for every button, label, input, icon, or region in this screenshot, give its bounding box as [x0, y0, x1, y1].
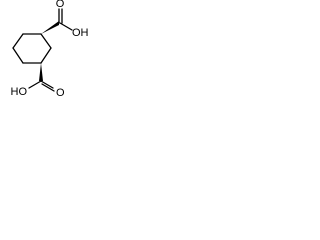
carbonyl-oxygen-label: O: [56, 0, 65, 10]
lower-carboxyl-group: HO O: [11, 63, 65, 99]
cyclohexane-ring: [12, 33, 52, 64]
hydroxyl-label: OH: [72, 27, 89, 39]
ring-bond: [40, 47, 52, 64]
structural-formula: O OH HO O: [11, 0, 89, 99]
carbonyl-double-bond: [40, 80, 54, 89]
carbonyl-double-bond: [41, 83, 55, 92]
upper-carboxyl-group: O OH: [41, 0, 89, 39]
hydroxyl-label: HO: [11, 86, 28, 98]
wedge-bond: [41, 21, 59, 34]
wedge-bond: [39, 63, 43, 81]
ring-bond: [12, 47, 24, 64]
carbonyl-oxygen-label: O: [56, 87, 65, 99]
ring-bond: [40, 33, 52, 49]
hydroxyl-bond: [28, 80, 42, 89]
ring-bond: [12, 33, 24, 49]
hydroxyl-bond: [59, 22, 73, 31]
